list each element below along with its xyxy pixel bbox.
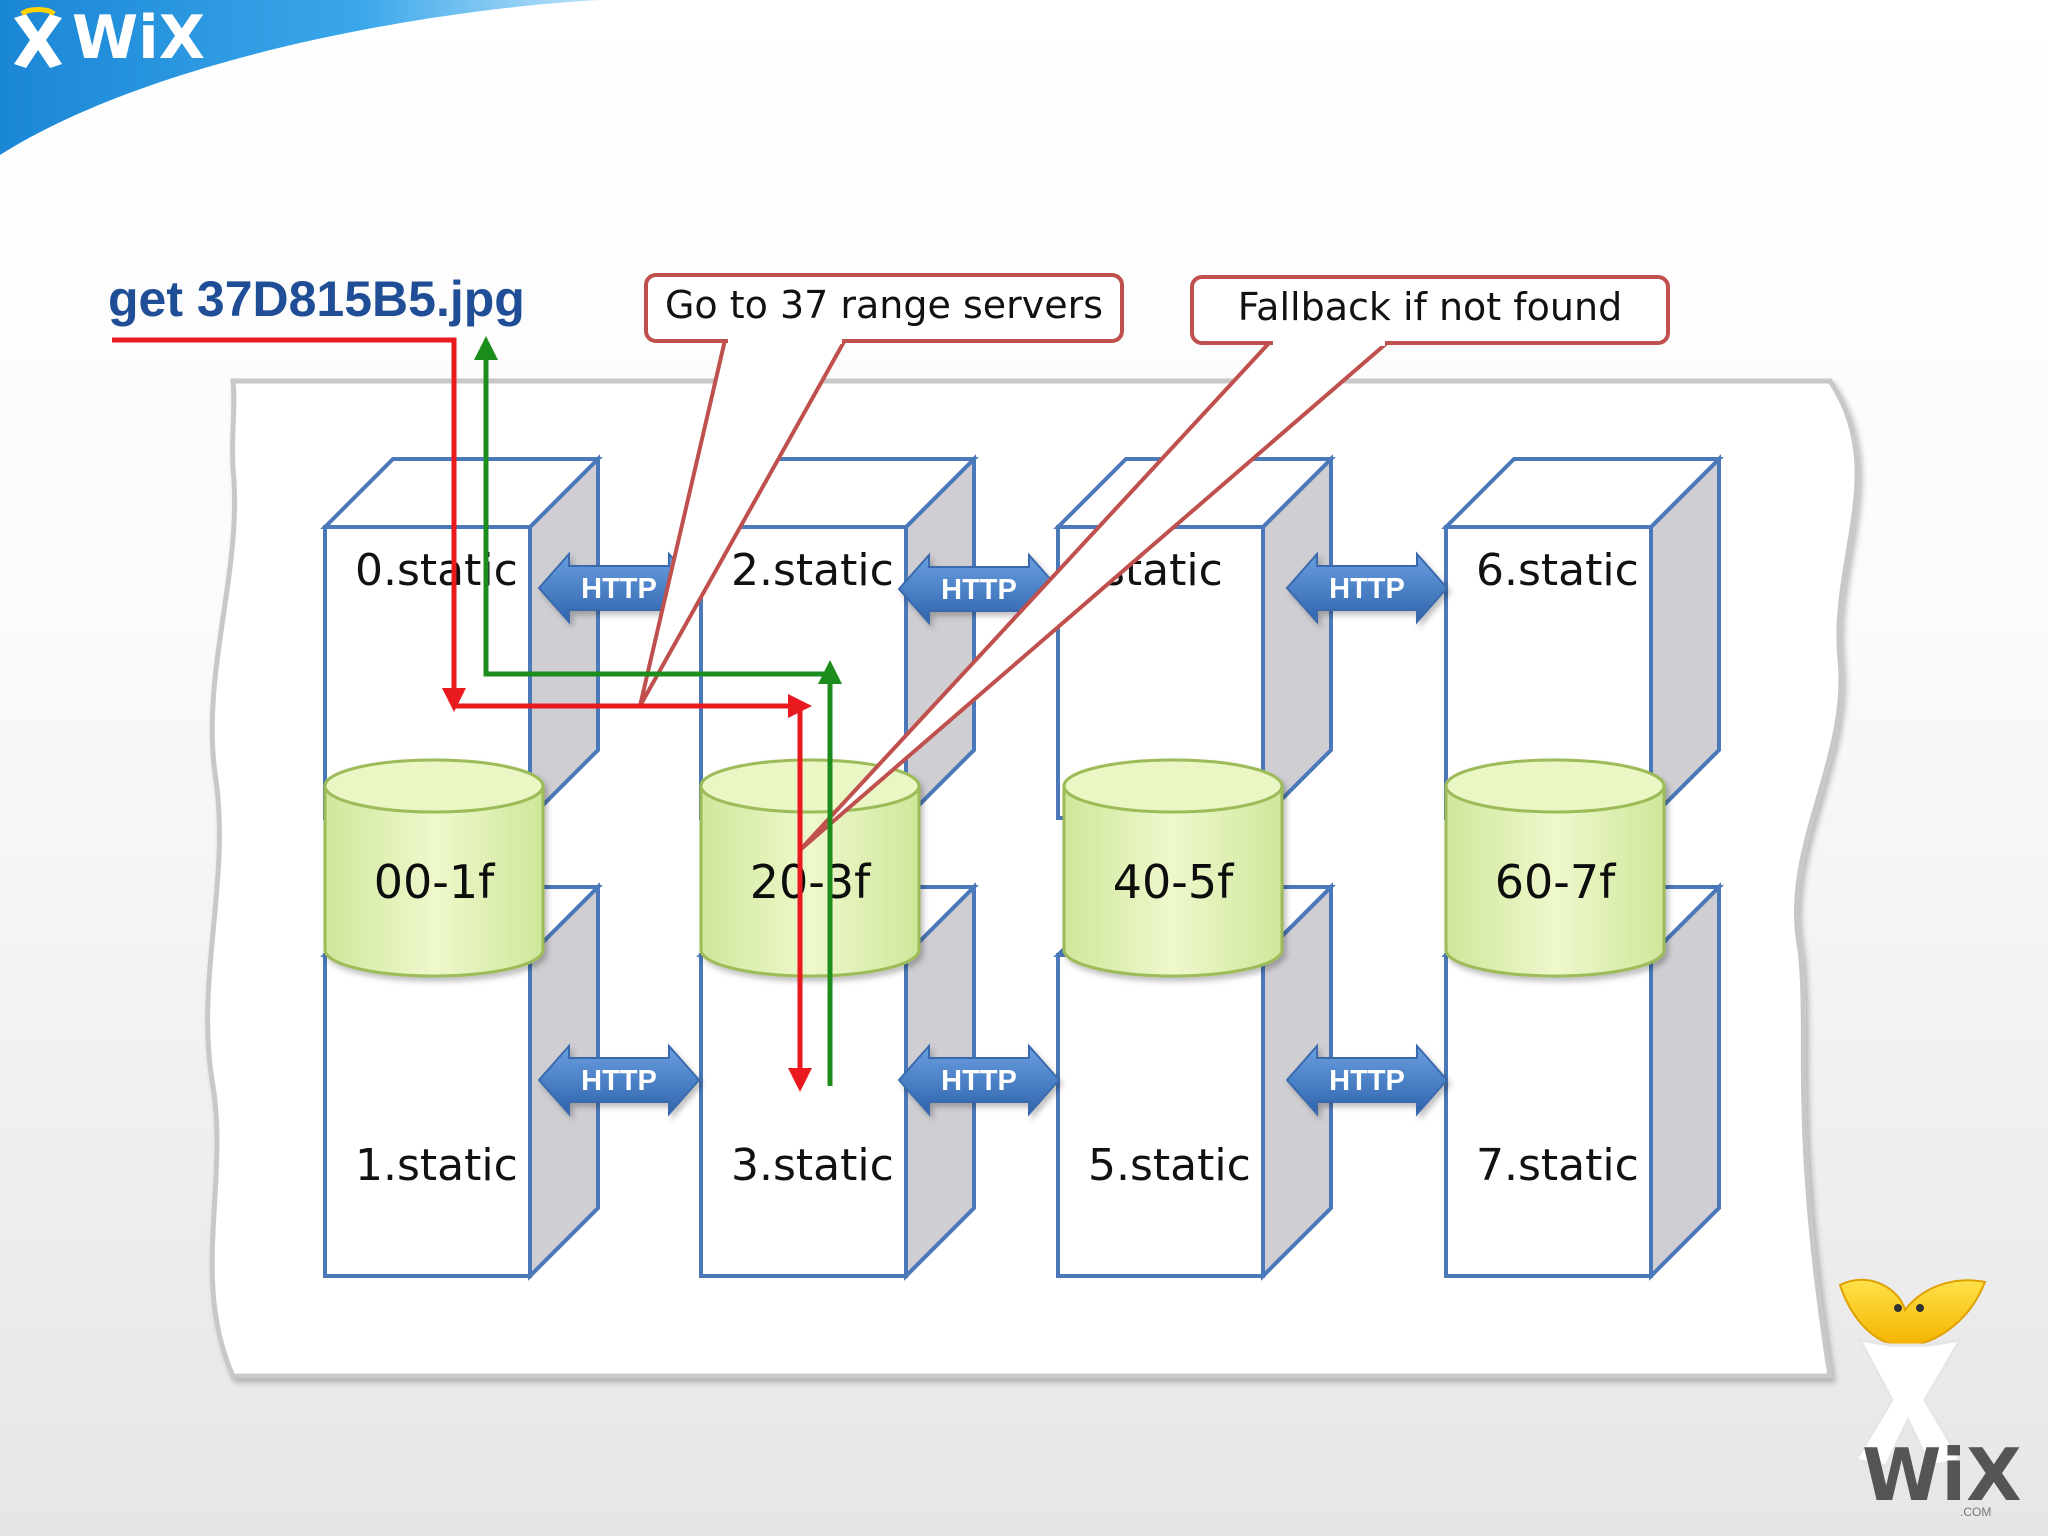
server-label: 6.static bbox=[1476, 545, 1639, 596]
server-front-face bbox=[323, 953, 532, 1278]
header-logo-x-icon bbox=[14, 7, 62, 68]
corner-logo-suffix: .COM bbox=[1960, 1505, 1991, 1519]
http-arrow-4: HTTP bbox=[897, 1043, 1061, 1117]
request-path bbox=[112, 337, 812, 1092]
double-arrow-icon bbox=[897, 1043, 1061, 1117]
corner-logo-text: WiX bbox=[1862, 1433, 2022, 1517]
server-label: 5.static bbox=[1088, 1140, 1251, 1191]
http-label: HTTP bbox=[581, 1065, 657, 1097]
range-label: 20-3f bbox=[750, 855, 872, 909]
callout-range-servers: Go to 37 range servers bbox=[638, 273, 1124, 707]
http-arrow-2: HTTP bbox=[1285, 551, 1449, 625]
header-logo-text: WiX bbox=[72, 3, 205, 73]
db-body bbox=[1062, 784, 1284, 978]
callout-fallback: Fallback if not found bbox=[798, 275, 1670, 852]
server-label: 0.static bbox=[355, 545, 518, 596]
server-label: 1.static bbox=[355, 1140, 518, 1191]
server-label: 7.static bbox=[1476, 1140, 1639, 1191]
range-db-1: 20-3f bbox=[699, 758, 921, 978]
callout-range-servers-text: Go to 37 range servers bbox=[665, 283, 1103, 327]
db-top bbox=[1444, 758, 1666, 814]
header-logo: WiX bbox=[14, 3, 205, 73]
http-label: HTTP bbox=[1329, 1065, 1405, 1097]
double-arrow-icon bbox=[1285, 1043, 1449, 1117]
response-path bbox=[474, 336, 842, 1086]
db-top bbox=[323, 758, 545, 814]
http-arrow-1: HTTP bbox=[897, 552, 1061, 626]
http-arrow-5: HTTP bbox=[1285, 1043, 1449, 1117]
http-label: HTTP bbox=[1329, 573, 1405, 605]
range-label: 60-7f bbox=[1495, 855, 1617, 909]
db-body bbox=[323, 784, 545, 978]
corner-logo-mascot-icon bbox=[1838, 1278, 1987, 1468]
double-arrow-icon bbox=[537, 1043, 701, 1117]
http-label: HTTP bbox=[941, 574, 1017, 606]
double-arrow-icon bbox=[1285, 551, 1449, 625]
http-label: HTTP bbox=[581, 573, 657, 605]
http-arrow-3: HTTP bbox=[537, 1043, 701, 1117]
request-label: get 37D815B5.jpg bbox=[108, 271, 525, 327]
db-body bbox=[1444, 784, 1666, 978]
range-db-0: 00-1f bbox=[323, 758, 545, 978]
db-top bbox=[1062, 758, 1284, 814]
range-label: 40-5f bbox=[1113, 855, 1235, 909]
server-label: 2.static bbox=[731, 545, 894, 596]
db-body bbox=[699, 784, 921, 978]
server-label: 3.static bbox=[731, 1140, 894, 1191]
http-arrows: HTTP HTTP HTTP HTTP HTTP HTTP bbox=[537, 551, 1449, 1117]
header-swoosh bbox=[0, 0, 600, 155]
corner-logo: WiX .COM bbox=[1838, 1278, 2022, 1519]
range-db-3: 60-7f bbox=[1444, 758, 1666, 978]
range-label: 00-1f bbox=[374, 855, 496, 909]
server-front-face bbox=[1444, 953, 1653, 1278]
http-label: HTTP bbox=[941, 1065, 1017, 1097]
server-front-face bbox=[699, 953, 908, 1278]
callout-fallback-text: Fallback if not found bbox=[1238, 285, 1622, 329]
db-top bbox=[699, 758, 921, 814]
server-front-face bbox=[1056, 953, 1265, 1278]
range-databases: 00-1f 20-3f 40-5f 60-7f bbox=[323, 758, 1666, 978]
range-db-2: 40-5f bbox=[1062, 758, 1284, 978]
